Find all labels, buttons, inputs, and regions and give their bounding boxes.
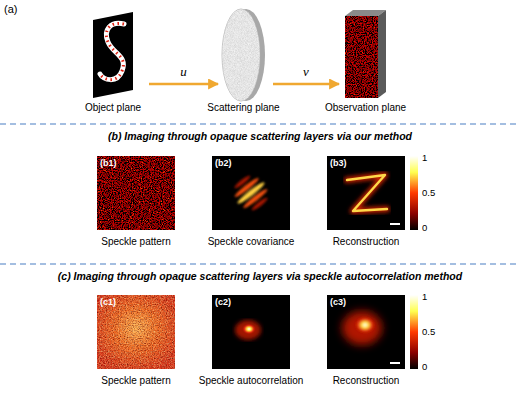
separator-line (0, 123, 520, 124)
autocorr-halo (235, 320, 261, 340)
image-panel: (b3)Reconstruction (327, 156, 405, 230)
screen-side (378, 10, 386, 98)
panel-tag: (c3) (330, 297, 346, 307)
panel-b2 (212, 156, 290, 230)
colorbar-tick: 0.5 (422, 326, 435, 337)
colorbar-tick: 1 (422, 152, 427, 163)
scale-bar (390, 223, 400, 225)
image-panel: (b1)Speckle pattern (97, 156, 175, 230)
observation-screen (345, 16, 378, 98)
speckle-image (97, 156, 175, 230)
panel-tag: (b3) (330, 158, 347, 168)
node-caption: Speckle autocorrelation (199, 375, 304, 386)
section-title: (b) Imaging through opaque scattering la… (108, 130, 412, 143)
scattering-disk (222, 9, 260, 101)
image-panel: (c1)Speckle pattern (97, 295, 175, 369)
panel-tag: (c1) (100, 297, 116, 307)
panel-c1 (97, 295, 175, 369)
node-caption: Object plane (85, 102, 141, 113)
plane-node: Observation plane (345, 10, 386, 98)
node-caption: Observation plane (325, 102, 406, 113)
blur-core (354, 316, 376, 334)
panel-bg (97, 295, 175, 369)
reconstruction-glow (347, 175, 387, 211)
reconstruction-shape (347, 175, 387, 211)
flow-arrow (273, 83, 339, 86)
flow-arrow (149, 83, 218, 86)
panel-tag: (a) (4, 3, 17, 16)
digit-object (100, 23, 124, 79)
distance-label: v (303, 64, 309, 80)
panel-tag: (c2) (215, 297, 231, 307)
section-title: (c) Imaging through opaque scattering la… (58, 270, 462, 283)
panel-c2 (212, 295, 290, 369)
panel-c3 (327, 295, 405, 369)
autocorr-peak (242, 324, 256, 335)
node-caption: Reconstruction (333, 236, 400, 247)
panel-bg (212, 295, 290, 369)
panel-bg (97, 156, 175, 230)
image-panel: (c3)Reconstruction (327, 295, 405, 369)
node-caption: Reconstruction (333, 375, 400, 386)
covariance-stripes (228, 170, 275, 216)
speckle-bright (97, 295, 175, 369)
node-caption: Speckle pattern (101, 375, 171, 386)
colorbar (410, 295, 418, 369)
node-caption: Speckle covariance (208, 236, 295, 247)
panel-tag: (b1) (100, 158, 117, 168)
plane-node: Scattering plane (222, 9, 265, 101)
object-plane (93, 12, 133, 98)
panel-b1 (97, 156, 175, 230)
panel-b3 (327, 156, 405, 230)
digit-speckle (100, 23, 124, 79)
disk-texture (222, 9, 260, 101)
screen-speckle (345, 16, 378, 98)
panel-bg (212, 156, 290, 230)
panel-tag: (b2) (215, 158, 232, 168)
speckle-dark (97, 295, 175, 369)
panel-bg (327, 156, 405, 230)
colorbar-tick: 0.5 (422, 187, 435, 198)
stripe (250, 196, 268, 212)
colorbar-tick: 0 (422, 222, 427, 233)
image-panel: (c2)Speckle autocorrelation (212, 295, 290, 369)
distance-label: u (180, 64, 187, 80)
separator-line (0, 263, 520, 264)
scale-bar (390, 362, 400, 364)
colorbar-tick: 0 (422, 361, 427, 372)
plane-node: Object plane (93, 12, 133, 98)
node-caption: Scattering plane (207, 102, 279, 113)
colorbar-tick: 1 (422, 291, 427, 302)
colorbar (410, 156, 418, 230)
panel-bg (327, 295, 405, 369)
blur-halo (342, 311, 382, 345)
node-caption: Speckle pattern (101, 236, 171, 247)
image-panel: (b2)Speckle covariance (212, 156, 290, 230)
